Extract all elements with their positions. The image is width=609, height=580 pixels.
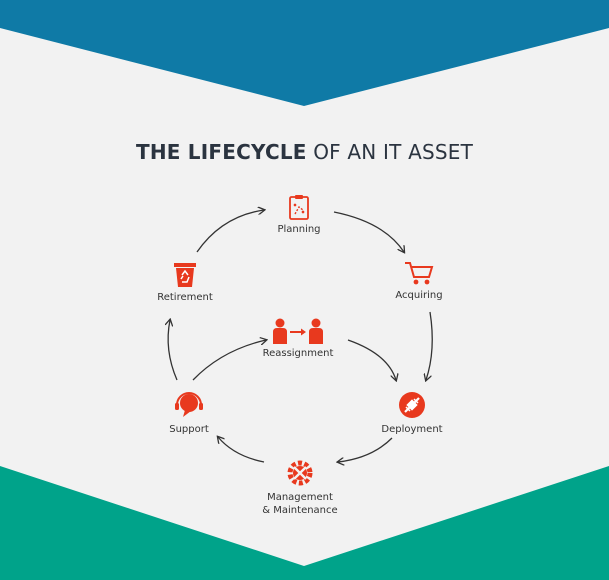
node-planning: Planning [264,194,334,236]
node-reassignment: Reassignment [248,318,348,360]
recycle-bin-icon [174,263,196,287]
node-deployment: Deployment [372,390,452,436]
arrow-management-to-support [218,437,265,463]
top-chevron-band [0,0,609,106]
label-retirement: Retirement [157,292,213,303]
page-title: THE LIFECYCLE OF AN IT ASSET [0,140,609,164]
bottom-chevron-band [0,466,609,580]
people-transfer-icon [273,318,323,344]
node-acquiring: Acquiring [384,260,454,302]
label-support: Support [169,424,209,435]
plug-icon [399,392,425,418]
label-management: Management [267,492,333,503]
label-acquiring: Acquiring [395,290,443,301]
clipboard-icon [289,195,309,220]
label-planning: Planning [277,224,321,235]
label-reassignment: Reassignment [262,348,334,359]
node-retirement: Retirement [150,262,220,304]
arrow-acquiring-to-deployment [426,311,433,380]
label-deployment: Deployment [381,424,443,435]
arrow-support-to-reassignment [192,340,266,381]
arrow-reassignment-to-deployment [347,339,396,380]
arrow-planning-to-acquiring [333,211,404,252]
arrow-support-to-retirement [168,320,178,381]
headset-chat-icon [175,392,203,417]
title-bold: THE LIFECYCLE [135,140,307,164]
arrow-deployment-to-management [338,437,393,462]
node-support: Support [154,390,224,436]
arrow-retirement-to-planning [196,210,264,253]
node-management-maintenance: Management & Maintenance [250,458,350,517]
label-maintenance: & Maintenance [262,505,338,516]
title-rest: OF AN IT ASSET [306,140,473,164]
shopping-cart-icon [405,262,434,285]
wrench-gear-icon [287,460,313,486]
